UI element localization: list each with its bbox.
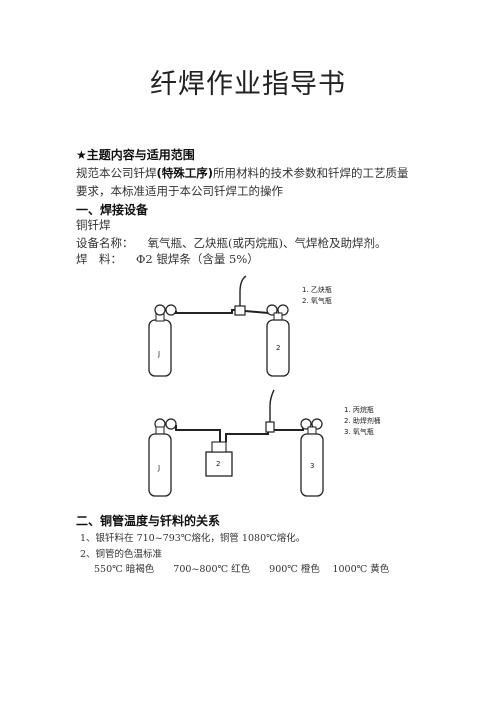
gauge-left-b — [165, 418, 177, 430]
solder-label: 焊 料： — [76, 252, 122, 266]
solder-line: 焊 料： Φ2 银焊条（含量 5%） — [76, 250, 259, 268]
torch-nozzle — [269, 389, 275, 422]
legend-1-propane: 1. 丙烷瓶 — [344, 405, 374, 414]
flux-tank-cap — [211, 441, 227, 453]
cylinder-left — [148, 433, 172, 497]
equipment-value: 氧气瓶、乙炔瓶(或丙烷瓶)、气焊枪及助焊剂。 — [147, 236, 387, 250]
propane-flux-oxygen-diagram: J 2 3 1. 丙烷瓶 2. 助焊剂桶 3. 氧气瓶 — [148, 389, 380, 497]
scope-line-1: 规范本公司钎焊(特殊工序)所用材料的技术参数和钎焊的工艺质量 — [76, 164, 409, 182]
section1-subheading: 铜钎焊 — [76, 218, 111, 232]
legend-3-oxygen: 3. 氧气瓶 — [344, 427, 374, 436]
torch-nozzle — [239, 275, 247, 306]
torch-handle — [265, 421, 275, 433]
solder-value: Φ2 银焊条（含量 5%） — [136, 252, 259, 266]
melting-point-line: 1、银钎料在 710~793℃熔化，铜管 1080℃熔化。 — [80, 533, 306, 544]
torch-handle — [234, 305, 246, 316]
scope-line-2: 要求，本标准适用于本公司钎焊工的操作 — [76, 184, 283, 198]
hose-flux-to-torch — [225, 426, 304, 442]
color-temp-heading: 2、铜管的色温标准 — [80, 549, 163, 560]
cylinder-right-label: 2 — [276, 344, 280, 352]
cylinder-left — [148, 319, 172, 377]
page-title: 纤焊作业指导书 — [150, 69, 346, 100]
cylinder-right — [266, 319, 290, 377]
scope-heading: ★主题内容与适用范围 — [76, 148, 195, 162]
color-temp-values: 550℃ 暗褐色 700~800℃ 红色 900℃ 橙色 1000℃ 黄色 — [94, 564, 390, 575]
hose-left — [175, 309, 238, 314]
hose-right — [244, 310, 271, 315]
equipment-line: 设备名称： 氧气瓶、乙炔瓶(或丙烷瓶)、气焊枪及助焊剂。 — [76, 234, 386, 252]
equipment-label: 设备名称： — [76, 236, 134, 250]
cylinder-left-label: J — [157, 464, 160, 472]
hose-left-to-flux — [175, 425, 221, 442]
scope-text-post: 所用材料的技术参数和钎焊的工艺质量 — [213, 166, 409, 180]
section1-heading: 一、焊接设备 — [76, 203, 149, 217]
gauge-left-a — [154, 304, 166, 316]
cylinder-right — [300, 433, 324, 497]
cylinder-left-label: J — [157, 350, 160, 358]
special-process-label: (特殊工序) — [156, 166, 214, 180]
scope-text-pre: 规范本公司钎焊 — [76, 166, 157, 180]
legend-1-acetylene: 1. 乙炔瓶 — [302, 285, 332, 294]
legend-2-flux-tank: 2. 助焊剂桶 — [344, 416, 380, 425]
acetylene-oxygen-diagram: J 2 1. 乙炔瓶 2. 氧气瓶 — [148, 275, 332, 377]
section2-heading: 二、铜管温度与钎料的关系 — [76, 514, 221, 528]
gauge-left-b — [165, 304, 177, 316]
cylinder-right-label: 3 — [310, 462, 314, 470]
legend-2-oxygen: 2. 氧气瓶 — [302, 296, 332, 305]
flux-tank-label: 2 — [216, 460, 220, 468]
